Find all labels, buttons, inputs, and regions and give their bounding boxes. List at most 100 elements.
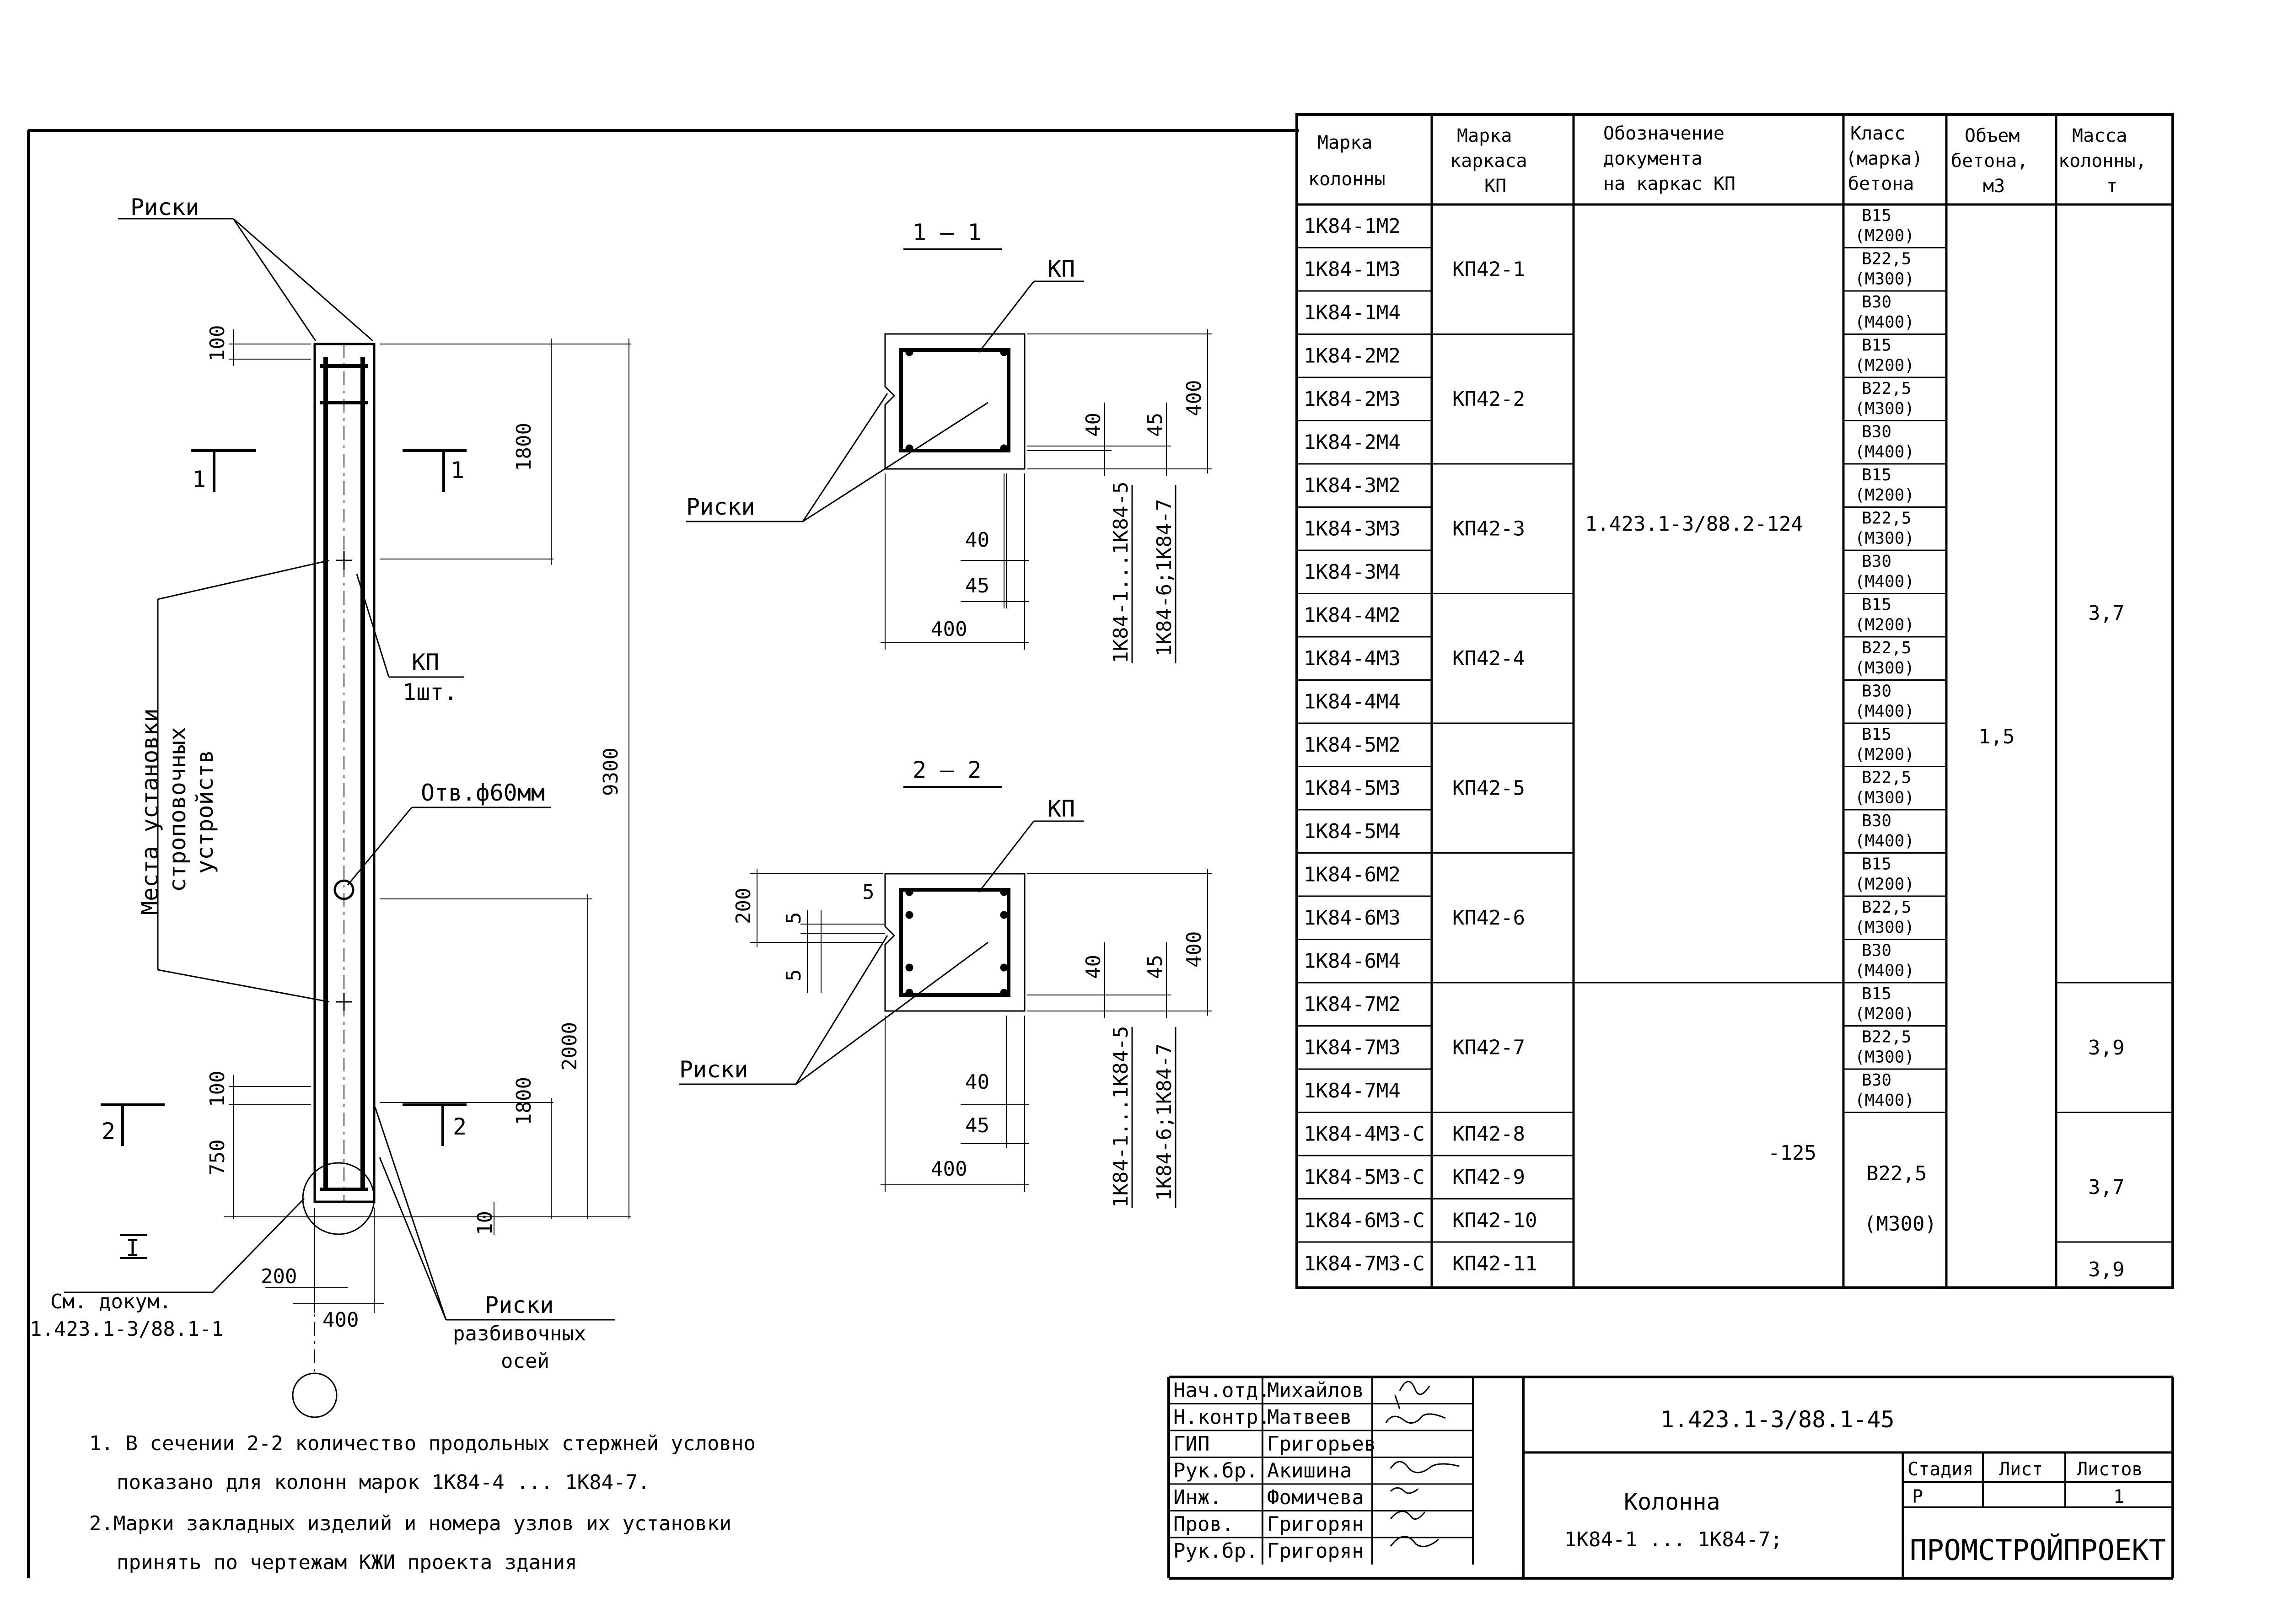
concrete-grade-cell: (М400) [1855,1091,1914,1110]
column-mark-cell: 1К84-1М3 [1304,258,1401,281]
concrete-class-cell: В15 [1862,855,1891,874]
column-mark-cell: 1К84-1М4 [1304,301,1401,324]
header-concrete: Класс (марка) бетона [1846,123,1923,194]
header-col3-line2: документа [1603,148,1703,169]
section-1-riski: Риски [686,494,755,520]
volume-value: 1,5 [1978,725,2014,748]
column-mark-cell: 1К84-5М2 [1304,733,1401,757]
header-col2-line1: Марка [1457,125,1512,146]
concrete-class-cell: В15 [1862,466,1891,484]
name-cell: Фомичева [1267,1486,1364,1509]
header-col2-line3: КП [1484,176,1506,197]
column-elevation [64,218,631,1418]
role-cell: Пров. [1173,1513,1234,1536]
concrete-c-class: В22,5 [1866,1162,1927,1185]
document-main: 1.423.1-3/88.2-124 [1585,512,1803,536]
section-1-d45: 45 [965,574,989,597]
frame-mark-cell: КП42-2 [1452,387,1525,411]
section-2-d200: 200 [732,888,755,924]
document-c: -125 [1768,1141,1816,1165]
column-mark-cell: 1К84-6М2 [1304,863,1401,887]
mass-37-a: 3,7 [2088,602,2124,625]
frame-mark-cell: КП42-3 [1452,517,1525,541]
column-mark-cell: 1К84-5М3 [1304,777,1401,800]
column-labels: Риски КП 1шт. Отв.ф60мм Места установки … [30,194,623,1373]
column-mark-cell: 1К84-7М3-С [1304,1252,1425,1275]
stage-value: Р [1912,1486,1923,1507]
note-1-line-1: 1. В сечении 2-2 количество продольных с… [89,1432,756,1455]
header-col4-line2: (марка) [1846,148,1923,169]
header-col3-line3: на каркас КП [1603,173,1735,194]
header-col1-line2: колонны [1308,169,1386,190]
role-cell: Рук.бр. [1173,1459,1258,1483]
role-cell: Н.контр. [1173,1406,1270,1429]
header-col6-line1: Масса [2072,125,2127,146]
concrete-class-cell: В30 [1862,293,1891,312]
concrete-class-cell: В30 [1862,812,1891,830]
dim-2000: 2000 [558,1022,581,1070]
role-cell: Нач.отд. [1173,1379,1270,1402]
header-col6-line2: колонны, [2058,151,2147,172]
concrete-class-cell: В22,5 [1862,250,1911,269]
header-col4-line1: Класс [1850,123,1905,144]
dim-1800-top: 1800 [512,423,536,471]
header-col1-line1: Марка [1317,132,1372,153]
section-2-mark-left: 2 [102,1118,115,1145]
concrete-grade-cell: (М200) [1855,226,1914,245]
section-1-mark-right: 1 [451,457,464,484]
concrete-class-cell: В22,5 [1862,1028,1911,1047]
hole-label: Отв.ф60мм [421,780,545,806]
note-2-line-1: 2.Марки закладных изделий и номера узлов… [89,1512,731,1535]
concrete-grade-cell: (М300) [1855,659,1914,678]
see-doc-label: См. докум. [50,1290,172,1313]
section-2-mark-right: 2 [453,1113,467,1140]
mass-39-b: 3,9 [2088,1258,2124,1281]
header-col3-line1: Обозначение [1603,123,1724,144]
concrete-class-cell: В15 [1862,725,1891,744]
frame-mark-cell: КП42-11 [1452,1252,1537,1275]
header-mass: Масса колонны, т [2058,125,2147,197]
concrete-class-cell: В15 [1862,206,1891,225]
frame-mark-cell: КП42-9 [1452,1166,1525,1189]
mass-39-a: 3,9 [2088,1036,2124,1059]
concrete-class-cell: В15 [1862,336,1891,355]
concrete-grade-cell: (М400) [1855,443,1914,462]
dim-100-bot: 100 [206,1071,229,1107]
role-cell: Рук.бр. [1173,1539,1258,1563]
column-mark-cell: 1К84-3М3 [1304,517,1401,541]
concrete-grade-cell: (М300) [1855,529,1914,548]
dim-10: 10 [473,1211,497,1235]
organization-name: ПРОМСТРОЙПРОЕКТ [1910,1533,2166,1567]
sheet-title: Колонна [1624,1489,1720,1515]
column-mark-cell: 1К84-4М2 [1304,604,1401,627]
header-col4-line3: бетона [1848,173,1914,194]
name-cell: Михайлов [1267,1379,1364,1402]
frame-mark-cell: КП42-8 [1452,1123,1525,1146]
section-2-d45: 45 [965,1114,989,1137]
column-mark-cell: 1К84-4М3 [1304,647,1401,670]
section-2-d45v: 45 [1144,955,1167,979]
sheets-label: Листов [2077,1459,2143,1480]
sheet-subtitle: 1К84-1 ... 1К84-7; [1564,1528,1783,1551]
concrete-class-cell: В30 [1862,423,1891,441]
concrete-grade-cell: (М400) [1855,572,1914,591]
concrete-grade-cell: (М300) [1855,1048,1914,1067]
header-col5-line1: Объем [1965,125,2020,146]
section-2-d400: 400 [931,1157,967,1181]
section-1-title: 1 — 1 [913,219,982,246]
note-2-line-2: принять по чертежам КЖИ проекта здания [117,1551,577,1574]
frame-mark-cell: КП42-10 [1452,1209,1537,1232]
concrete-c-grade: (М300) [1864,1212,1937,1236]
column-mark-cell: 1К84-1М2 [1304,215,1401,238]
section-2-d40v: 40 [1082,955,1105,979]
name-cell: Григорьев [1267,1432,1376,1456]
concrete-grade-cell: (М400) [1855,832,1914,850]
signatures [1385,1381,1460,1548]
sheets-value: 1 [2113,1486,2124,1507]
section-1-d400v: 400 [1182,380,1206,416]
dim-1800-bot: 1800 [512,1077,536,1125]
column-mark-cell: 1К84-5М4 [1304,820,1401,843]
